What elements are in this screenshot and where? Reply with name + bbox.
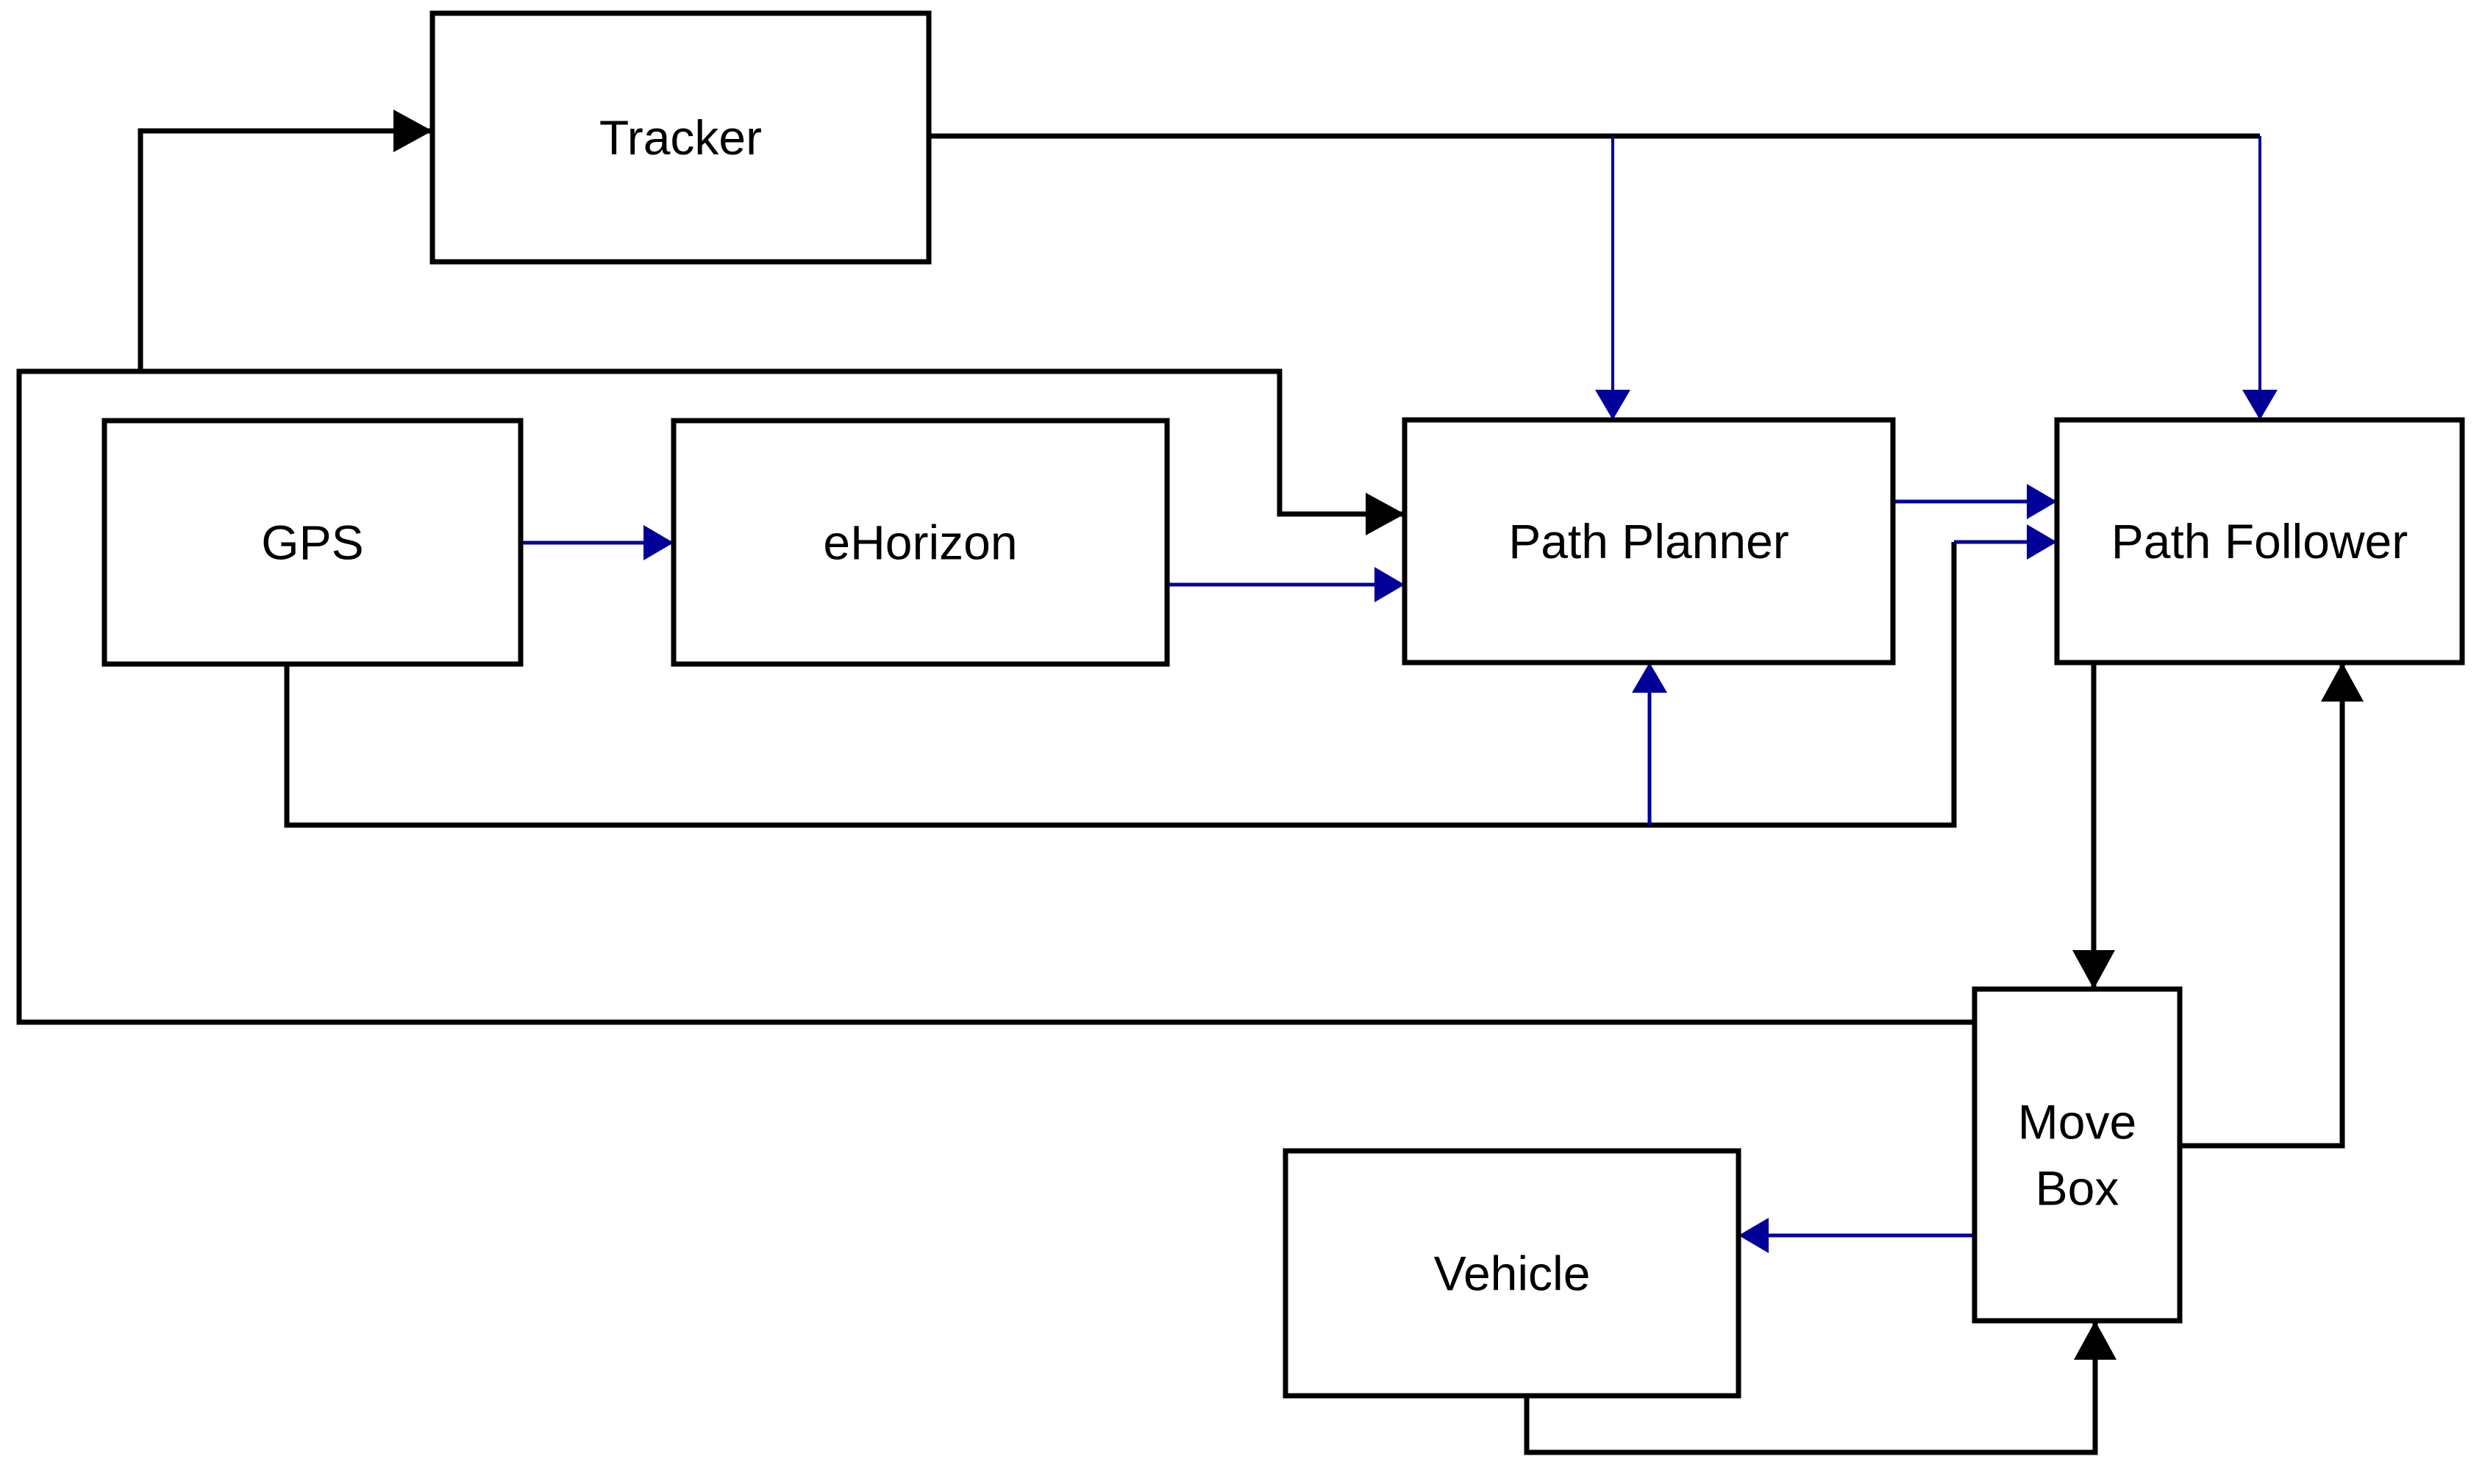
node-path-planner[interactable]: Path Planner	[1402, 417, 1896, 666]
node-box-gps[interactable]	[101, 418, 524, 667]
edge-move-box-to-tracker	[138, 110, 432, 371]
edge-move-box-to-path-follower	[2180, 663, 2364, 1149]
node-box-path-planner[interactable]	[1402, 417, 1896, 666]
node-box-vehicle[interactable]	[1283, 1148, 1741, 1399]
node-gps[interactable]: GPS	[101, 418, 524, 667]
node-label-ehorizon: eHorizon	[823, 516, 1017, 570]
node-label-gps: GPS	[261, 516, 363, 570]
node-label-tracker: Tracker	[599, 110, 762, 165]
node-label-path-follower: Path Follower	[2111, 514, 2408, 568]
node-label-path-planner: Path Planner	[1508, 514, 1789, 568]
edge-vehicle-to-move-box	[1524, 1321, 2117, 1455]
node-box-move-box[interactable]	[1972, 986, 2183, 1324]
edges-layer	[16, 110, 2364, 1455]
node-box-path-follower[interactable]	[2054, 417, 2465, 666]
node-tracker[interactable]: Tracker	[429, 10, 932, 265]
node-box-ehorizon[interactable]	[671, 418, 1170, 667]
node-label-vehicle: Vehicle	[1434, 1246, 1591, 1301]
node-vehicle[interactable]: Vehicle	[1283, 1148, 1741, 1399]
edge-gps-feedback-trunk	[284, 542, 1957, 828]
edge-move-box-to-path-planner	[16, 368, 1975, 1025]
node-path-follower[interactable]: Path Follower	[2054, 417, 2465, 666]
node-box-tracker[interactable]	[429, 10, 932, 265]
node-ehorizon[interactable]: eHorizon	[671, 418, 1170, 667]
